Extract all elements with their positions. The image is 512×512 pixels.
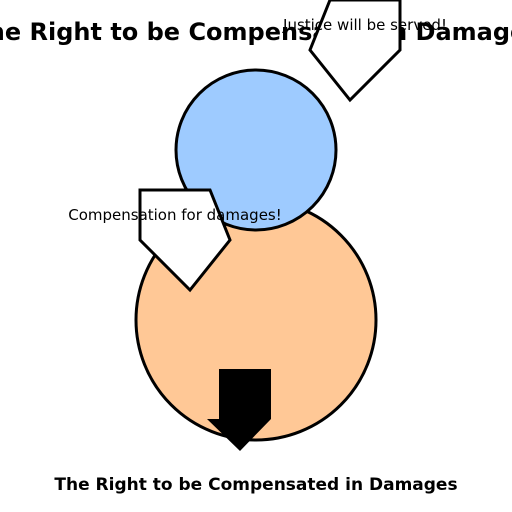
speech-text-compensation: Compensation for damages! <box>68 206 282 224</box>
page-title-top: The Right to be Compensated in Damages <box>0 18 512 46</box>
speech-bubble-left <box>138 188 232 293</box>
arrow-down-icon <box>207 369 271 451</box>
page-title-bottom: The Right to be Compensated in Damages <box>54 475 457 495</box>
speech-text-justice: Justice will be served! <box>282 16 447 34</box>
head-circle <box>174 68 338 232</box>
speech-bubble-right <box>308 0 402 103</box>
